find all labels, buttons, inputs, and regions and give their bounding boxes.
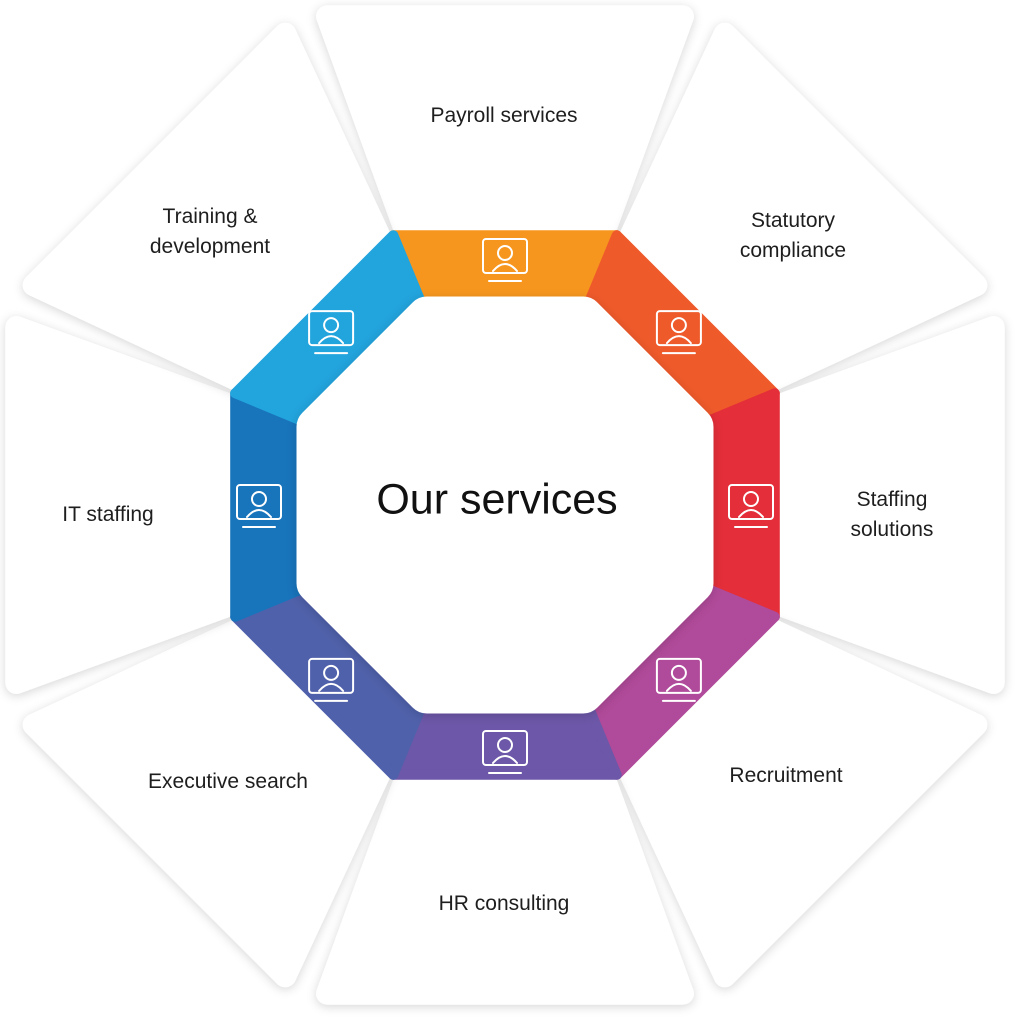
service-label-executive-search: Executive search (148, 770, 308, 793)
outer-panel-hr-consulting (316, 766, 694, 1005)
center-title: Our services (376, 475, 618, 524)
service-label-staffing-solutions: Staffing solutions (850, 488, 934, 541)
service-label-it-staffing: IT staffing (62, 503, 154, 526)
person-magnifier-icon (308, 657, 355, 702)
head-gear-learning-icon (308, 310, 355, 355)
meeting-discussion-icon (482, 730, 528, 774)
money-envelope-icon (482, 238, 528, 282)
service-label-hr-consulting: HR consulting (438, 892, 570, 915)
service-label-training-development: Training & development (149, 205, 271, 258)
legal-document-gavel-icon (655, 310, 702, 355)
center-octagon (296, 296, 714, 714)
computer-user-icon (236, 484, 282, 528)
candidate-search-icon (655, 657, 702, 702)
team-banner-icon (728, 484, 774, 528)
service-label-payroll: Payroll services (430, 104, 578, 127)
service-label-statutory-compliance: Statutory compliance (739, 209, 847, 262)
service-label-recruitment: Recruitment (729, 764, 843, 787)
